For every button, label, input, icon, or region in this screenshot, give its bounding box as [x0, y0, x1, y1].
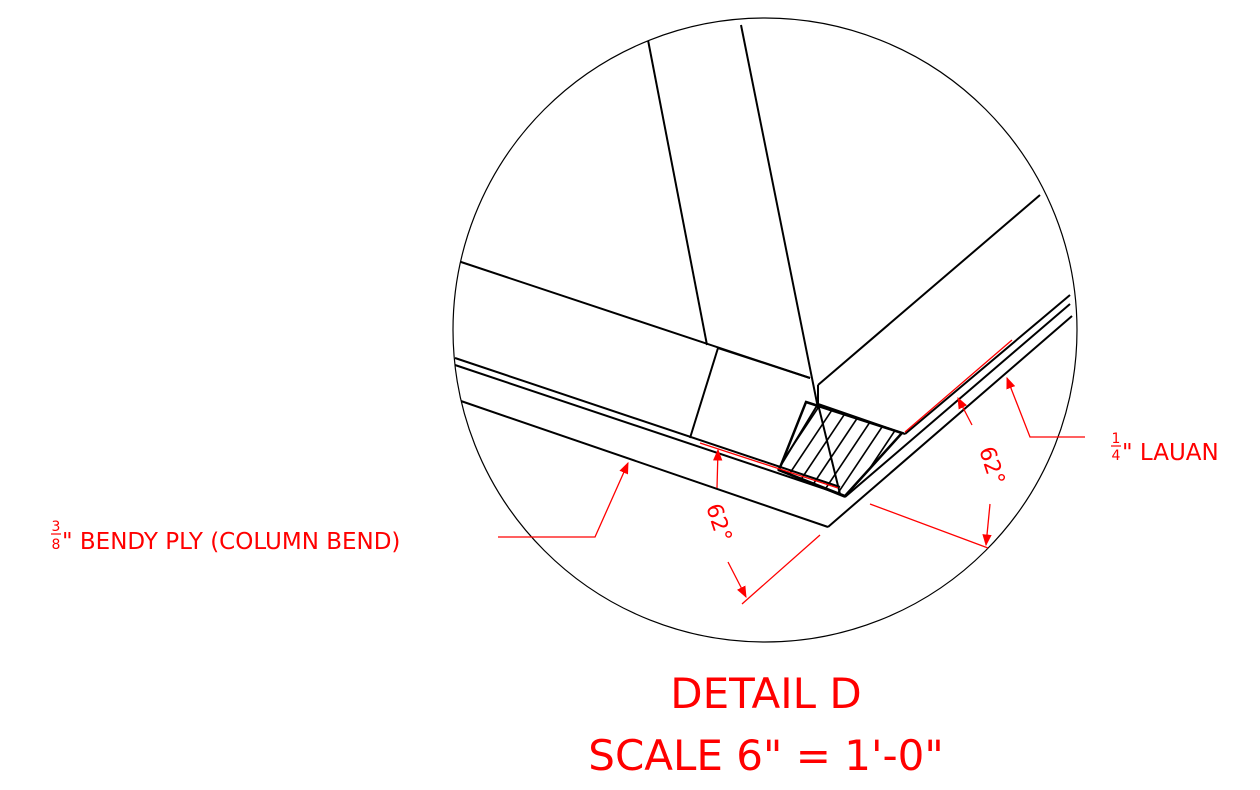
- detail-circle: [452, 17, 1078, 643]
- angle-dimensions: [713, 396, 992, 605]
- detail-title: DETAIL D: [670, 669, 861, 718]
- callout-bendy-ply: 3 8 " BENDY PLY (COLUMN BEND): [51, 519, 400, 555]
- fraction-denominator-left: 8: [52, 537, 61, 553]
- callout-text-left: " BENDY PLY (COLUMN BEND): [62, 529, 400, 555]
- detail-scale: SCALE 6" = 1'-0": [588, 731, 943, 780]
- fraction-numerator-left: 3: [52, 519, 61, 535]
- fraction-numerator-right: 1: [1112, 431, 1121, 447]
- callout-lauan: 1 4 " LAUAN: [1111, 431, 1219, 466]
- angle-label-right: 62°: [973, 444, 1009, 489]
- fraction-denominator-right: 4: [1112, 448, 1121, 464]
- joint-reference-lines: [699, 339, 1013, 489]
- angle-label-left: 62°: [700, 501, 736, 546]
- callout-text-right: " LAUAN: [1122, 440, 1219, 466]
- callout-leaders: [498, 376, 1085, 538]
